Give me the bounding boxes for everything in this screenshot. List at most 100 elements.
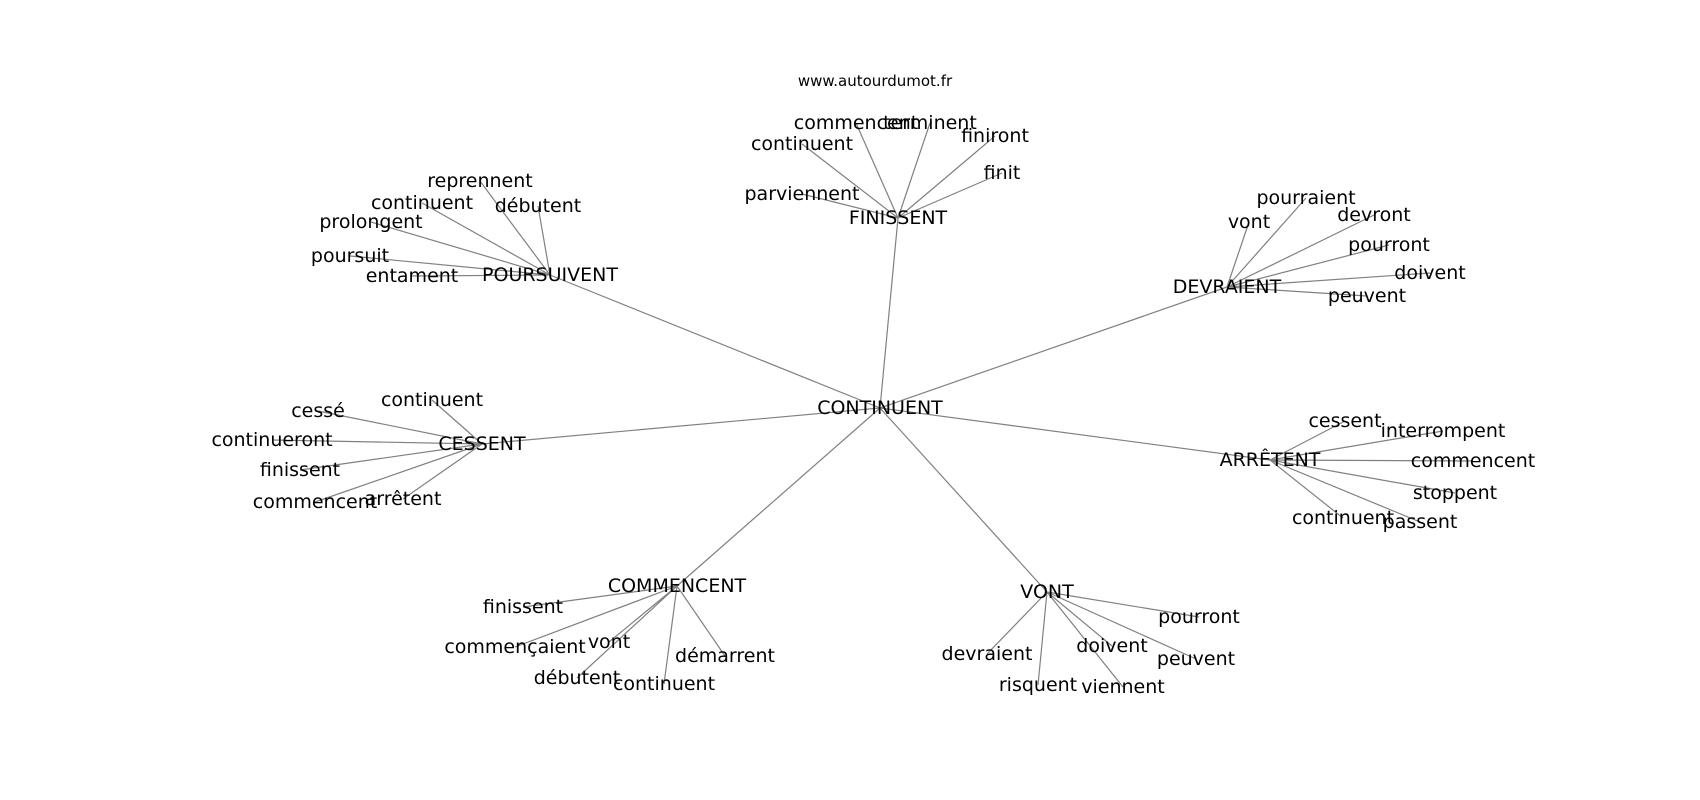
edge-hub-to-word [1269, 430, 1444, 461]
edge-hub-to-word [317, 410, 483, 445]
leaf-word-node[interactable]: passent [1383, 511, 1458, 533]
leaf-word-node[interactable]: interrompent [1381, 420, 1506, 442]
edge-hub-to-word [897, 122, 931, 219]
leaf-word-node[interactable]: finit [984, 162, 1021, 184]
edge-center-to-hub [879, 286, 1228, 409]
edge-hub-to-word [855, 122, 899, 219]
edge-hub-to-word [1046, 591, 1197, 660]
leaf-word-node[interactable]: arrêtent [365, 488, 442, 510]
leaf-word-node[interactable]: cessent [1308, 410, 1381, 432]
edge-hub-to-word [1046, 591, 1200, 618]
leaf-word-node[interactable]: entament [366, 265, 459, 287]
leaf-word-node[interactable]: vont [1228, 211, 1270, 233]
edge-hub-to-word [986, 591, 1048, 655]
leaf-word-node[interactable]: doivent [1394, 262, 1465, 284]
leaf-word-node[interactable]: pourraient [1256, 187, 1355, 209]
leaf-word-node[interactable]: continuent [751, 133, 853, 155]
edge-hub-to-word [522, 585, 678, 608]
leaf-word-node[interactable]: risquent [999, 674, 1077, 696]
leaf-word-node[interactable]: peuvent [1157, 648, 1235, 670]
edge-hub-to-word [1226, 214, 1375, 288]
edge-hub-to-word [1226, 286, 1368, 297]
edge-hub-to-word [271, 439, 483, 445]
edge-hub-to-word [299, 443, 483, 471]
leaf-word-node[interactable]: débutent [534, 667, 620, 689]
leaf-word-node[interactable]: continueront [211, 429, 332, 451]
leaf-word-node[interactable]: continuent [1292, 507, 1394, 529]
edge-hub-to-word [1226, 197, 1307, 288]
hub-word-node[interactable]: DEVRAIENT [1173, 276, 1282, 298]
edge-hub-to-word [411, 274, 551, 277]
edge-center-to-hub [879, 407, 1048, 593]
edge-hub-to-word [1269, 459, 1456, 494]
edge-center-to-hub [676, 407, 881, 587]
edge-hub-to-word [608, 585, 678, 643]
leaf-word-node[interactable]: parviennent [745, 183, 860, 205]
leaf-word-node[interactable]: commencent [1411, 450, 1535, 472]
edge-hub-to-word [1269, 420, 1346, 461]
site-url: www.autourdumot.fr [797, 72, 953, 90]
leaf-word-node[interactable]: démarrent [675, 645, 775, 667]
edge-hub-to-word [801, 193, 899, 219]
edge-hub-to-word [801, 143, 899, 219]
leaf-word-node[interactable]: vont [588, 631, 630, 653]
edge-hub-to-word [402, 443, 483, 500]
edge-hub-to-word [1226, 272, 1431, 288]
edge-hub-to-word [537, 205, 551, 276]
hub-word-node[interactable]: CESSENT [438, 433, 526, 455]
edge-hub-to-word [314, 443, 483, 503]
leaf-word-node[interactable]: commencent [794, 112, 918, 134]
leaf-word-node[interactable]: débutent [495, 195, 581, 217]
leaf-word-node[interactable]: devront [1337, 204, 1411, 226]
leaf-word-node[interactable]: commencent [253, 491, 377, 513]
leaf-word-node[interactable]: finissent [483, 596, 563, 618]
edge-hub-to-word [431, 399, 483, 445]
leaf-word-node[interactable]: continuent [371, 192, 473, 214]
edge-hub-to-word [1226, 221, 1250, 288]
edge-center-to-hub [879, 407, 1271, 461]
leaf-word-node[interactable]: cessé [291, 400, 345, 422]
leaf-word-node[interactable]: stoppent [1413, 482, 1497, 504]
edge-center-to-hub [481, 407, 881, 445]
edge-hub-to-word [1269, 459, 1421, 523]
leaf-word-node[interactable]: peuvent [1328, 285, 1406, 307]
hub-word-node[interactable]: VONT [1020, 581, 1074, 603]
edge-center-to-hub [879, 217, 899, 409]
hub-word-node[interactable]: POURSUIVENT [482, 264, 618, 286]
leaf-word-node[interactable]: finissent [260, 459, 340, 481]
edge-hub-to-word [1269, 459, 1344, 519]
leaf-word-node[interactable]: reprennent [427, 170, 533, 192]
edge-hub-to-word [1269, 459, 1474, 462]
leaf-word-node[interactable]: prolongent [319, 211, 422, 233]
edge-hub-to-word [479, 180, 551, 276]
leaf-word-node[interactable]: pourront [1348, 234, 1430, 256]
edge-hub-to-word [370, 221, 551, 276]
edge-hub-to-word [349, 255, 551, 276]
leaf-word-node[interactable]: continuent [613, 673, 715, 695]
leaf-word-node[interactable]: terminent [883, 112, 977, 134]
edge-hub-to-word [576, 585, 678, 679]
leaf-word-node[interactable]: pourront [1158, 606, 1240, 628]
leaf-word-node[interactable]: finiront [961, 125, 1029, 147]
edge-hub-to-word [1037, 591, 1048, 686]
edge-hub-to-word [897, 172, 1003, 219]
edge-center-to-hub [549, 274, 881, 409]
edge-hub-to-word [514, 585, 678, 648]
edge-hub-to-word [1226, 244, 1390, 288]
edge-hub-to-word [676, 585, 726, 657]
leaf-word-node[interactable]: poursuit [311, 245, 389, 267]
leaf-word-node[interactable]: devraient [942, 643, 1033, 665]
edge-hub-to-word [421, 202, 551, 276]
leaf-word-node[interactable]: viennent [1081, 676, 1164, 698]
hub-word-node[interactable]: COMMENCENT [608, 575, 747, 597]
leaf-word-node[interactable]: continuent [381, 389, 483, 411]
hub-word-node[interactable]: FINISSENT [849, 207, 948, 229]
leaf-word-node[interactable]: commençaient [444, 636, 585, 658]
edge-hub-to-word [663, 585, 678, 685]
center-word-node[interactable]: CONTINUENT [817, 397, 943, 419]
edge-hub-to-word [1046, 591, 1113, 647]
hub-word-node[interactable]: ARRÊTENT [1220, 448, 1321, 471]
leaf-word-node[interactable]: doivent [1076, 635, 1147, 657]
